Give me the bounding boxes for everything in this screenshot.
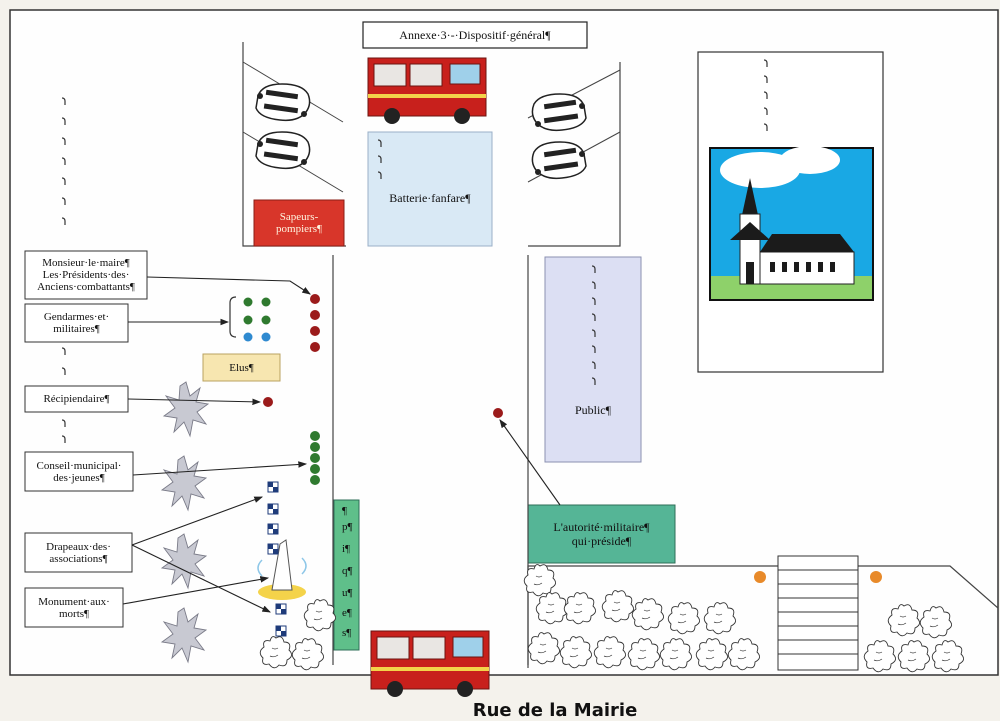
conseil-box [24,451,134,492]
dots-maire [310,294,320,352]
autorite-militaire-zone [527,504,676,564]
dot-autorite [493,408,503,418]
vertical-panel-glyphs: ¶ p¶ i¶ q¶ u¶ e¶ s¶ [342,505,353,639]
church-icon [709,146,874,301]
svg-text:e¶: e¶ [342,607,352,619]
gendarmes-box [24,303,129,343]
batterie-label: Batterie·fanfare¶ [389,191,471,205]
fire-truck-icon [367,57,487,125]
lamp-icon [754,571,766,583]
road-name: Rue de la Mairie [472,700,638,721]
sapeurs-label: Sapeurs-pompiers¶ [276,211,322,235]
public-label: Public¶ [574,403,612,417]
elus-label: Elus¶ [229,361,254,374]
batterie-fanfare-zone [367,131,493,247]
monument-icon [257,539,307,600]
maire-label: Monsieur·le·maire¶Les·Présidents·des·Anc… [37,257,135,293]
stairs [777,555,859,671]
svg-text:¶: ¶ [342,505,347,517]
vertical-green-panel [333,499,360,651]
gendarmes-label: Gendarmes·et·militaires¶ [43,311,110,335]
police-car-icon [531,141,587,180]
arrows [122,276,561,613]
recipiendaire-label: Récipiendaire¶ [43,393,110,405]
svg-text:p¶: p¶ [342,521,353,533]
autorite-label: L'autorité·militaire¶qui·préside¶ [553,520,650,548]
monument-label: Monument·aux·morts¶ [38,595,110,620]
garden-zone [527,565,999,668]
lamp-icon [870,571,882,583]
dots-gendarmes [229,296,271,342]
drapeaux-label: Drapeaux·des·associations¶ [46,540,111,565]
maire-box [24,250,148,300]
svg-text:i¶: i¶ [342,543,350,555]
recipiendaire-box [24,385,129,413]
svg-text:u¶: u¶ [342,587,353,599]
right-parking-zone [528,62,621,247]
svg-text:s¶: s¶ [342,627,351,639]
sapeurs-pompiers-zone [253,199,345,247]
conseil-label: Conseil·municipal·des·jeunes¶ [36,459,122,484]
title-box [362,21,588,49]
svg-text:q¶: q¶ [342,565,353,577]
monument-box [24,587,124,628]
fire-truck-icon [370,630,490,698]
page-title: Annexe·3·-·Dispositif·général¶ [399,28,551,42]
drapeaux-box [24,532,133,573]
dot-recipiendaire [263,397,273,407]
elus-zone [202,353,281,382]
police-car-icon [255,83,311,122]
public-zone [544,256,642,463]
police-car-icon [531,93,587,132]
police-car-icon [255,131,311,170]
dots-conseil [310,431,320,485]
